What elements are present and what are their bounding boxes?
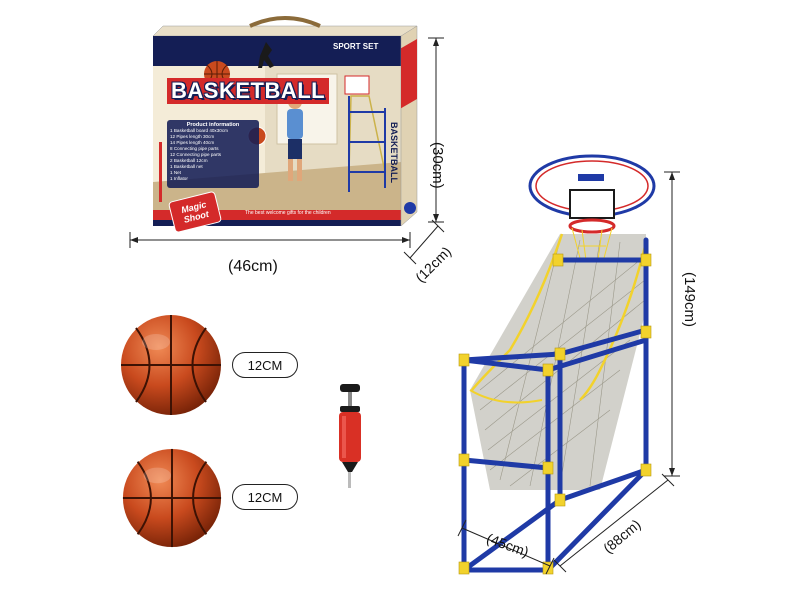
product-info-title: Product information (186, 122, 240, 128)
product-info-line: 1 Net (170, 170, 181, 175)
product-info-line: 14 Pipes length 40cm (170, 140, 215, 145)
product-info-panel: Product information 1 Basketball board 4… (167, 120, 259, 188)
frame-height-label: (149cm) (681, 272, 698, 328)
box-width-label: (46cm) (228, 258, 278, 275)
inflator-pump (339, 384, 361, 488)
box-slogan: The best welcome gifts for the children (245, 210, 331, 216)
product-info-line: 2 Basketball 12cm (170, 158, 208, 163)
box-brand-title: BASKETBALL (167, 78, 330, 104)
product-info-line: 1 Inflator (170, 176, 188, 181)
basketball-arcade-frame (458, 154, 656, 575)
ball-1-size-label: 12CM (232, 352, 298, 378)
basketball-2 (122, 448, 222, 548)
basketball-1 (121, 315, 221, 415)
product-info-line: 12 Pipes length 30cm (170, 134, 215, 139)
product-info-line: 8 Connecting pipe parts (170, 146, 219, 151)
product-info-line: 1 Basketball net (170, 164, 203, 169)
box-sport-set: SPORT SET (333, 42, 379, 51)
product-info-line: 1 Basketball board 40x30cm (170, 128, 228, 133)
ball-2-size-label: 12CM (232, 484, 298, 510)
product-box: BASKETBALL SPORT SET BASKETBALL Product … (145, 12, 425, 242)
product-info-line: 12 Connecting pipe parts (170, 152, 222, 157)
